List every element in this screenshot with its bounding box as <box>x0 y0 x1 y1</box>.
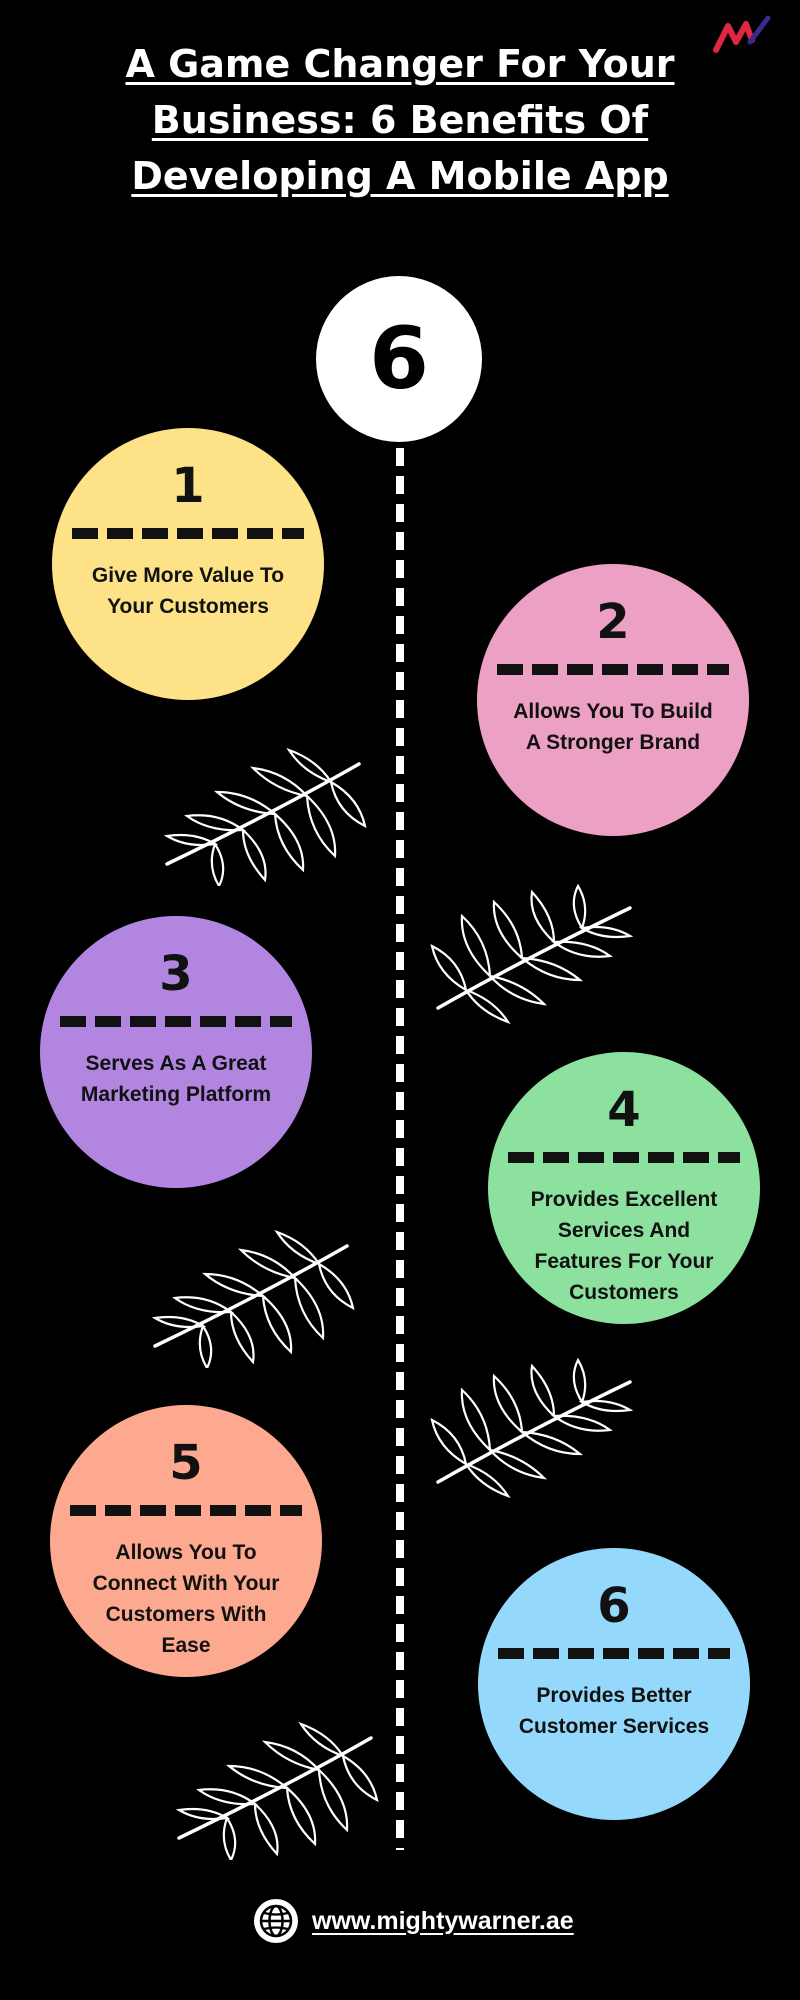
benefit-text: Provides Excellent Services And Features… <box>530 1188 718 1304</box>
benefit-number: 2 <box>596 594 630 650</box>
benefit-text: Give More Value To Your Customers <box>91 564 285 618</box>
benefit-text: Serves As A Great Marketing Platform <box>80 1052 272 1106</box>
dash-divider <box>508 1152 740 1163</box>
benefit-number: 3 <box>159 946 193 1002</box>
timeline-line <box>396 448 404 1850</box>
benefit-number: 6 <box>597 1578 631 1634</box>
title-line-3: Developing A Mobile App <box>131 154 669 198</box>
benefit-circle-5: 5 Allows You To Connect With Your Custom… <box>50 1405 322 1677</box>
dash-divider <box>60 1016 292 1027</box>
benefit-circle-1: 1 Give More Value To Your Customers <box>52 428 324 700</box>
dash-divider <box>72 528 304 539</box>
dash-divider <box>498 1648 730 1659</box>
benefit-circle-3: 3 Serves As A Great Marketing Platform <box>40 916 312 1188</box>
benefit-circle-2: 2 Allows You To Build A Stronger Brand <box>477 564 749 836</box>
page-title: A Game Changer For Your Business: 6 Bene… <box>80 36 720 204</box>
benefit-text: Allows You To Build A Stronger Brand <box>513 700 713 754</box>
leaf-branch-icon <box>160 726 370 888</box>
benefit-circle-6: 6 Provides Better Customer Services <box>478 1548 750 1820</box>
benefit-number: 5 <box>169 1435 203 1491</box>
benefit-circle-4: 4 Provides Excellent Services And Featur… <box>488 1052 760 1324</box>
benefit-text: Provides Better Customer Services <box>518 1684 710 1738</box>
website-link[interactable]: www.mightywarner.ae <box>312 1906 574 1935</box>
leaf-branch-icon <box>172 1700 382 1862</box>
mightywarner-logo-icon <box>712 14 774 56</box>
top-number-circle: 6 <box>316 276 482 442</box>
leaf-branch-icon <box>148 1208 358 1370</box>
globe-icon <box>254 1899 298 1943</box>
title-line-2: Business: 6 Benefits Of <box>151 98 649 142</box>
dash-divider <box>497 664 729 675</box>
benefit-text: Allows You To Connect With Your Customer… <box>92 1541 280 1657</box>
benefit-number: 1 <box>171 458 205 514</box>
leaf-branch-icon <box>428 1340 638 1500</box>
benefit-number: 4 <box>607 1082 641 1138</box>
title-line-1: A Game Changer For Your <box>125 42 675 86</box>
footer: www.mightywarner.ae <box>254 1896 574 1946</box>
dash-divider <box>70 1505 302 1516</box>
leaf-branch-icon <box>428 866 638 1026</box>
